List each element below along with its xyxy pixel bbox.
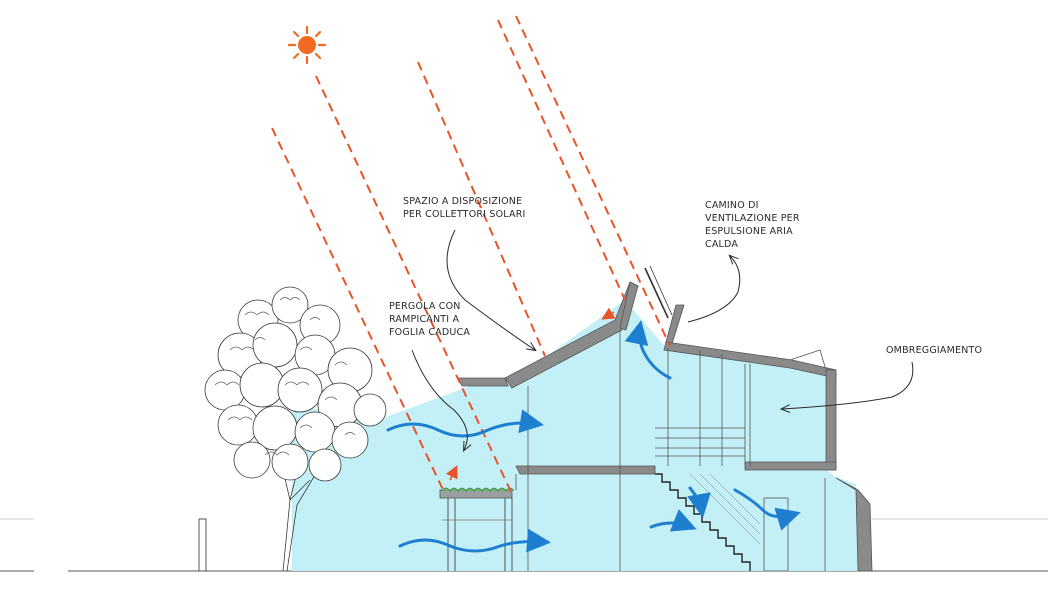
label-pergola: PERGOLA CON RAMPICANTI A FOGLIA CADUCA [389,301,471,338]
pergola [439,487,515,571]
construction-lines [515,265,827,572]
label-chimney: CAMINO DI VENTILAZIONE PER ESPULSIONE AR… [705,200,800,250]
building-section [457,281,873,572]
tree-icon [204,286,387,572]
label-solar-collectors: SPAZIO A DISPOSIZIONE PER COLLETTORI SOL… [403,196,526,220]
annotation-leaders [411,229,914,450]
air-volume-fill [292,300,858,571]
sun-rays [271,15,671,495]
air-flow-arrow-icon [386,320,801,553]
sun-icon [287,25,327,65]
label-shading: OMBREGGIAMENTO [886,345,983,356]
heat-arrows [445,307,616,481]
staircase [655,473,761,571]
